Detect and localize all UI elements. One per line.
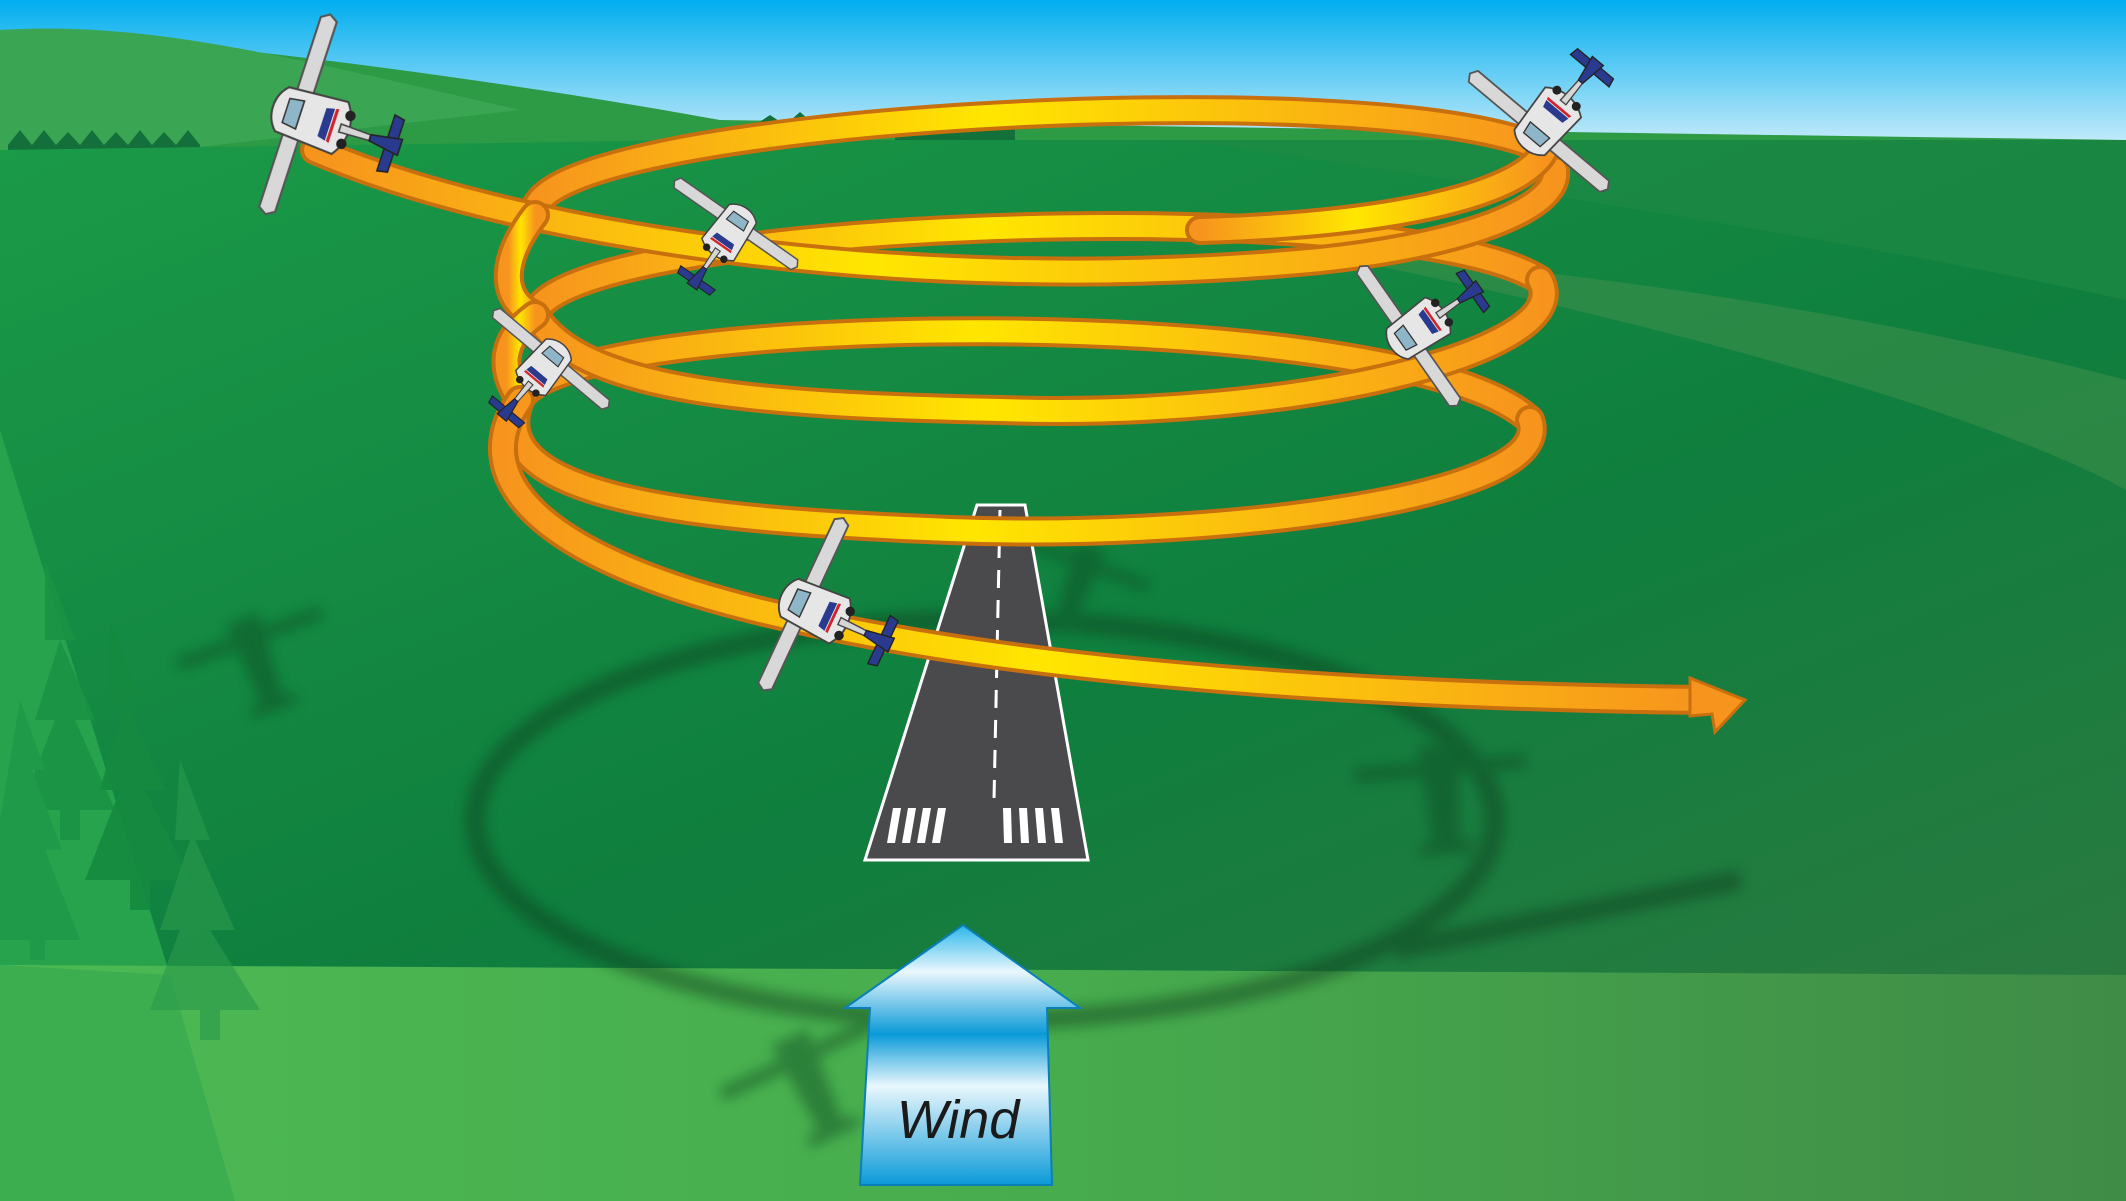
arrow-up-icon — [841, 923, 1084, 1186]
runway-threshold-markings — [887, 808, 1063, 843]
pine-trees — [0, 560, 260, 1040]
runway — [862, 503, 1090, 862]
foreground-field — [0, 965, 2126, 1201]
wind-label: Wind — [897, 1090, 1022, 1150]
path-exit-arrowhead — [1688, 675, 1748, 736]
field-band-right — [1180, 140, 2126, 300]
hill-left-light — [0, 28, 520, 171]
wind-arrow: Wind — [841, 923, 1084, 1186]
field-band-right-lower — [1300, 250, 2126, 490]
foreground-left — [0, 965, 235, 1201]
